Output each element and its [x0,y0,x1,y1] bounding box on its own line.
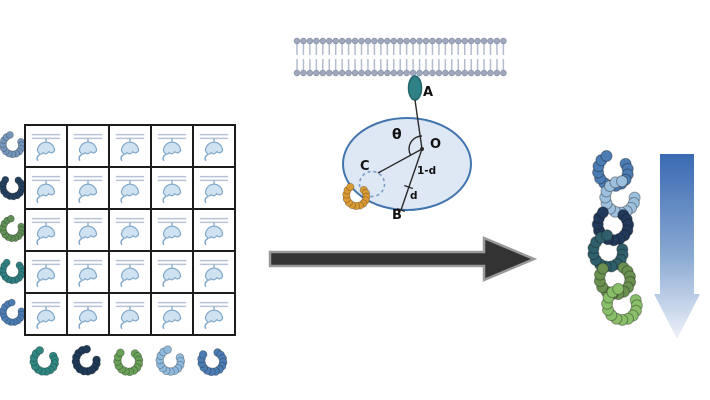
geometry-diagram [293,37,507,212]
helix-chain-orange [342,182,371,211]
grid-cell [109,251,151,293]
membrane-anchor [407,75,423,101]
d-tick-upper [403,184,414,190]
membrane-protein-snapshot-icon [31,133,61,162]
grid-cell [193,125,235,167]
line-origin-to-bottom [400,148,423,211]
grid-cell [109,125,151,167]
peptide-chain [197,348,228,377]
peptide-chain [0,258,26,285]
grid-cell [25,167,67,209]
grid-cell [193,209,235,251]
peptide-chain [71,344,101,376]
gradient-arrow-shape [654,154,700,339]
membrane-protein-snapshot-icon [31,259,61,288]
membrane-protein-snapshot-icon [73,217,103,246]
membrane-protein-snapshot-icon [115,301,145,330]
membrane-protein-snapshot-icon [31,301,61,330]
transition-arrow [268,236,538,282]
grid-cell [25,125,67,167]
label-segment-d: d [410,190,418,202]
peptide-chain [601,282,643,326]
membrane-protein-snapshot-icon [73,133,103,162]
membrane-protein-snapshot-icon [31,175,61,204]
grid-cell [109,293,151,335]
membrane-protein-snapshot-icon [157,301,187,330]
peptide-chain [155,345,186,376]
snapshot-grid [24,124,236,336]
vesicle-ellipse [342,117,472,211]
membrane-protein-snapshot-icon [199,259,229,288]
label-anchor-A: A [423,85,434,100]
grid-cell [109,209,151,251]
binding-site-dotted-circle [358,170,386,198]
membrane-protein-snapshot-icon [115,259,145,288]
membrane-protein-snapshot-icon [157,259,187,288]
membrane-protein-snapshot-icon [199,175,229,204]
peptide-chain [0,214,26,243]
grid-cell [25,209,67,251]
membrane-protein-snapshot-icon [157,217,187,246]
d-tick-lower [396,208,406,212]
grid-cell [67,293,109,335]
label-segment-1-d: 1-d [417,165,437,177]
grid-cell [67,167,109,209]
label-theta: θ [392,127,402,143]
label-bottom-B: B [392,208,402,223]
origin-point [420,147,424,151]
membrane-protein-snapshot-icon [157,133,187,162]
initial-conformations-column [0,130,28,328]
label-contact-C: C [360,159,370,174]
membrane-protein-snapshot-icon [199,217,229,246]
grid-cell [151,125,193,167]
peptide-chain [29,346,59,376]
peptide-chain [593,261,637,301]
membrane-protein-snapshot-icon [73,301,103,330]
label-origin-O: O [430,137,442,152]
membrane-protein-snapshot-icon [199,133,229,162]
grid-cell [151,293,193,335]
grid-cell [151,209,193,251]
membrane-protein-snapshot-icon [199,301,229,330]
membrane-protein-snapshot-icon [73,175,103,204]
peptide-chain [0,298,26,326]
membrane-protein-snapshot-icon [115,133,145,162]
line-origin-to-contact [377,148,423,174]
grid-cell [67,125,109,167]
grid-cell [193,167,235,209]
lipid-bilayer [293,37,507,77]
grid-cell [193,293,235,335]
membrane-protein-snapshot-icon [73,259,103,288]
transition-arrow-shape [268,236,538,282]
grid-cell [25,251,67,293]
grid-cell [109,167,151,209]
grid-cell [151,251,193,293]
grid-cell [67,251,109,293]
line-anchor-to-origin [414,99,423,150]
grid-cell [151,167,193,209]
peptide-chain [113,348,144,377]
membrane-protein-snapshot-icon [115,217,145,246]
grid-cell [193,251,235,293]
membrane-protein-snapshot-icon [31,217,61,246]
theta-angle-arc [408,135,423,156]
peptide-chain [0,131,26,159]
grid-cell [25,293,67,335]
membrane-protein-snapshot-icon [157,175,187,204]
grid-cell [67,209,109,251]
initial-conformations-row [28,344,230,378]
gradient-scale-arrow [654,154,700,339]
membrane-protein-snapshot-icon [115,175,145,204]
